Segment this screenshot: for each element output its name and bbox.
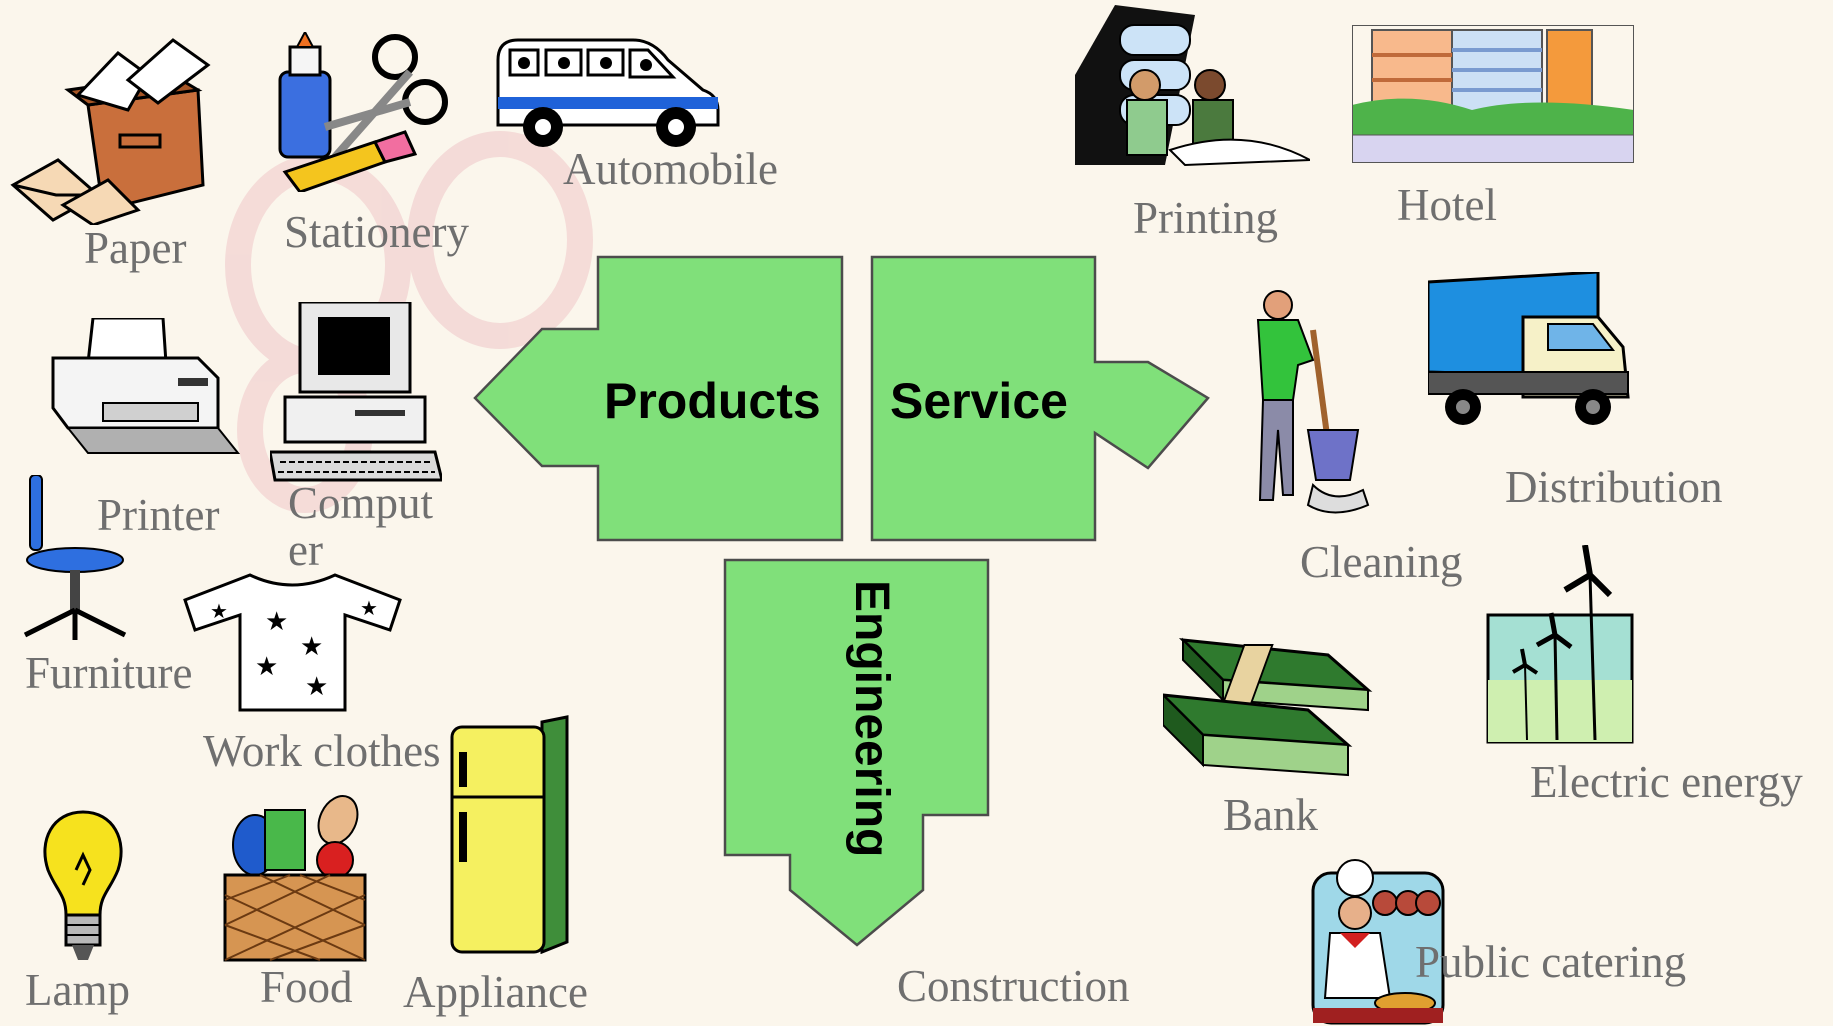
- appliance-fridge-icon: [450, 715, 569, 954]
- electric-energy-label: Electric energy: [1530, 757, 1803, 807]
- lamp-icon: [43, 810, 123, 960]
- computer-label: Comput er: [288, 478, 434, 576]
- svg-text:★: ★: [265, 607, 288, 636]
- chair-icon: [23, 475, 127, 640]
- food-basket-icon: [223, 795, 367, 962]
- construction-label: Construction: [897, 961, 1130, 1011]
- service-arrow: [870, 255, 1210, 542]
- stationery-label: Stationery: [284, 207, 469, 257]
- bank-money-icon: [1163, 637, 1373, 777]
- engineering-arrow: [723, 558, 990, 947]
- svg-text:★: ★: [360, 598, 378, 620]
- paper-label: Paper: [84, 223, 187, 273]
- food-label: Food: [260, 962, 353, 1012]
- lamp-label: Lamp: [25, 965, 130, 1015]
- service-label: Service: [890, 373, 1068, 429]
- automobile-label: Automobile: [563, 144, 778, 194]
- stationery-icon: [278, 32, 448, 192]
- work-clothes-label: Work clothes: [203, 726, 441, 776]
- bank-label: Bank: [1223, 790, 1318, 840]
- printing-icon: [1075, 5, 1310, 167]
- automobile-icon: [496, 38, 720, 147]
- work-clothes-icon: ★ ★ ★ ★ ★ ★: [183, 573, 402, 712]
- svg-text:★: ★: [210, 601, 228, 623]
- furniture-label: Furniture: [25, 648, 193, 698]
- cleaning-label: Cleaning: [1300, 537, 1463, 587]
- hotel-icon: [1352, 25, 1634, 163]
- distribution-label: Distribution: [1505, 462, 1723, 512]
- cleaning-icon: [1256, 290, 1370, 514]
- distribution-truck-icon: [1428, 272, 1630, 425]
- products-arrow: [473, 255, 844, 542]
- products-label: Products: [604, 373, 821, 429]
- printer-icon: [51, 318, 241, 454]
- paper-box-icon: [10, 38, 211, 225]
- electric-energy-icon: [1486, 545, 1634, 744]
- appliance-label: Appliance: [403, 967, 588, 1017]
- svg-text:★: ★: [305, 672, 328, 701]
- public-catering-icon: [1311, 859, 1445, 1025]
- computer-icon: [270, 302, 442, 482]
- svg-text:★: ★: [300, 632, 323, 661]
- svg-text:★: ★: [255, 652, 278, 681]
- public-catering-label: Public catering: [1415, 937, 1687, 987]
- printer-label: Printer: [97, 490, 220, 540]
- printing-label: Printing: [1133, 193, 1279, 243]
- hotel-label: Hotel: [1397, 180, 1497, 230]
- engineering-label: Engineering: [845, 580, 898, 858]
